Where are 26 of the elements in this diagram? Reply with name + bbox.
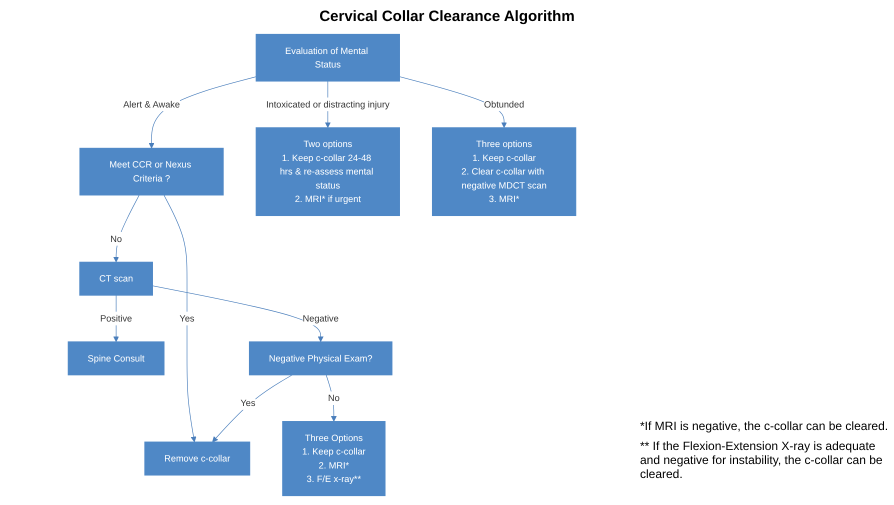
footnote: *If MRI is negative, the c-collar can be cleared. (640, 419, 890, 433)
edge-label: Intoxicated or distracting injury (266, 98, 390, 110)
node-box: Three options 1. Keep c-collar 2. Clear c-collar with negative MDCT scan 3. MRI* (432, 127, 576, 216)
arrow (212, 374, 292, 442)
arrow (152, 286, 324, 342)
node-box: Remove c-collar (144, 442, 250, 476)
node-box: Negative Physical Exam? (248, 341, 392, 376)
diagram-title: Cervical Collar Clearance Algorithm (319, 8, 575, 25)
arrow (326, 374, 337, 422)
edge-label: No (110, 233, 122, 244)
edge-label: Obtunded (484, 98, 524, 110)
footnote: ** If the Flexion-Extension X-ray is adequate and negative for instability, the c-collar can be cleared. (640, 439, 884, 481)
node-box: Meet CCR or Nexus Criteria ? (79, 148, 224, 196)
node-box: CT scan (79, 262, 153, 296)
edge-label: Alert & Awake (123, 98, 180, 110)
edge-label: Yes (240, 398, 256, 408)
node-box: Two options 1. Keep c-collar 24-48 hrs & re-assess mental status 2. MRI* if urgent (256, 127, 400, 216)
node-box: Three Options 1. Keep c-collar 2. MRI* 3. F/E x-ray** (282, 421, 386, 496)
edge-label: No (328, 392, 340, 404)
arrow (113, 194, 140, 262)
arrow (164, 194, 196, 442)
node-box: Spine Consult (68, 341, 164, 376)
node-box: Evaluation of Mental Status (256, 34, 400, 82)
edge-label: Negative (302, 312, 339, 324)
edge-label: Positive (100, 312, 132, 324)
edge-label: Yes (180, 312, 194, 324)
